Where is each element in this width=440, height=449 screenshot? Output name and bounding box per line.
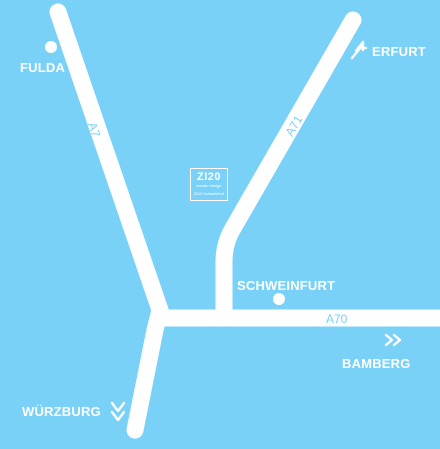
city-label-bamberg: BAMBERG [342, 356, 411, 371]
city-dot-icon [273, 293, 285, 305]
logo-footer: ZI20 Schweinfurt [193, 191, 224, 196]
road-label-a7: A7 [85, 121, 103, 140]
logo-title: ZI20 [196, 171, 221, 183]
road-a71 [215, 11, 362, 327]
city-dot-icon [45, 41, 57, 53]
logo-subtitle: kreativ design [196, 183, 222, 188]
zi20-logo: ZI20 kreativ design ZI20 Schweinfurt [190, 168, 228, 201]
road-a7-south [126, 301, 169, 439]
city-label-schweinfurt: SCHWEINFURT [237, 278, 336, 293]
arrow-down-icon [110, 401, 126, 422]
city-label-erfurt: ERFURT [372, 44, 426, 59]
road-label-a70: A70 [326, 312, 348, 326]
arrow-up-right-icon [350, 40, 368, 60]
arrow-right-icon [384, 333, 402, 347]
city-label-wuerzburg: WÜRZBURG [22, 404, 101, 419]
city-label-fulda: FULDA [20, 60, 66, 75]
road-a7-north [49, 3, 169, 319]
